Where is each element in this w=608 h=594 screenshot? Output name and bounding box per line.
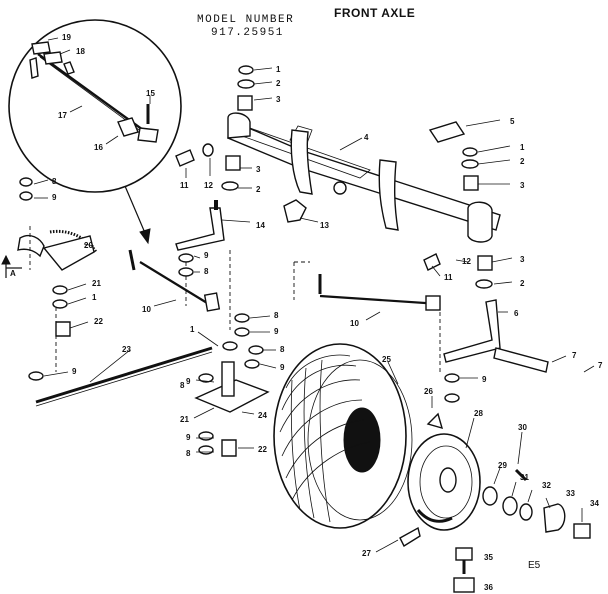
callout-8: 8 xyxy=(180,381,185,390)
callout-24: 24 xyxy=(258,411,267,420)
callout-3: 3 xyxy=(520,255,525,264)
callout-29: 29 xyxy=(498,461,507,470)
callout-12: 12 xyxy=(462,257,471,266)
callout-3: 3 xyxy=(256,165,261,174)
callout-9: 9 xyxy=(274,327,279,336)
stacked-hardware xyxy=(19,65,493,457)
steering-gear-segment xyxy=(17,229,98,271)
callout-6: 6 xyxy=(514,309,519,318)
wheel-hardware xyxy=(399,468,591,548)
callout-3: 3 xyxy=(276,95,281,104)
callout-31: 31 xyxy=(520,473,529,482)
callout-9: 9 xyxy=(72,367,77,376)
wheel-rim xyxy=(407,433,481,531)
callout-15: 15 xyxy=(146,89,155,98)
callout-9: 9 xyxy=(52,193,57,202)
callout-34: 34 xyxy=(590,499,599,508)
tie-rod-right xyxy=(319,294,441,311)
callout-17: 17 xyxy=(58,111,67,120)
callout-2: 2 xyxy=(276,79,281,88)
callout-12: 12 xyxy=(204,181,213,190)
callout-5: 5 xyxy=(510,117,515,126)
callout-2: 2 xyxy=(520,157,525,166)
callout-labels: 1 2 3 4 5 1 2 3 3 2 12 11 13 14 3 12 11 … xyxy=(10,33,603,592)
left-spindle xyxy=(175,200,225,251)
diagram-title: FRONT AXLE xyxy=(334,6,416,20)
callout-27: 27 xyxy=(362,549,371,558)
callout-25: 25 xyxy=(382,355,391,364)
callout-10: 10 xyxy=(142,305,151,314)
leader-lines xyxy=(33,37,595,553)
callout-23: 23 xyxy=(122,345,131,354)
bolt-and-nut xyxy=(283,121,475,593)
callout-35: 35 xyxy=(484,553,493,562)
callout-11: 11 xyxy=(444,273,453,282)
right-spindle xyxy=(443,299,549,373)
callout-8: 8 xyxy=(274,311,279,320)
model-number-label: MODEL NUMBER xyxy=(197,14,295,26)
callout-8: 8 xyxy=(280,345,285,354)
view-marker-label: A xyxy=(10,269,16,278)
callout-9: 9 xyxy=(186,377,191,386)
callout-7: 7 xyxy=(598,361,603,370)
callout-7: 7 xyxy=(572,351,577,360)
callout-8: 8 xyxy=(186,449,191,458)
callout-9: 9 xyxy=(280,363,285,372)
callout-22: 22 xyxy=(258,445,267,454)
model-number-value: 917.25951 xyxy=(211,27,284,39)
callout-2: 2 xyxy=(256,185,261,194)
callout-21: 21 xyxy=(92,279,101,288)
callout-1: 1 xyxy=(190,325,195,334)
callout-1: 1 xyxy=(276,65,281,74)
callout-3: 3 xyxy=(520,181,525,190)
callout-1: 1 xyxy=(520,143,525,152)
callout-33: 33 xyxy=(566,489,575,498)
callout-26: 26 xyxy=(424,387,433,396)
callout-18: 18 xyxy=(76,47,85,56)
diagram-code: E5 xyxy=(528,560,541,571)
front-tire xyxy=(273,343,413,529)
callout-9: 9 xyxy=(204,251,209,260)
callout-32: 32 xyxy=(542,481,551,490)
callout-30: 30 xyxy=(518,423,527,432)
callout-28: 28 xyxy=(474,409,483,418)
callout-8: 8 xyxy=(204,267,209,276)
callout-36: 36 xyxy=(484,583,493,592)
callout-14: 14 xyxy=(256,221,265,230)
callout-9: 9 xyxy=(482,375,487,384)
callout-16: 16 xyxy=(94,143,103,152)
callout-1: 1 xyxy=(92,293,97,302)
callout-13: 13 xyxy=(320,221,329,230)
callout-21: 21 xyxy=(180,415,189,424)
tie-rod-long xyxy=(35,346,213,407)
callout-9: 9 xyxy=(186,433,191,442)
callout-20: 20 xyxy=(84,241,93,250)
detail-inset xyxy=(8,19,182,245)
callout-8: 8 xyxy=(52,177,57,186)
callout-10: 10 xyxy=(350,319,359,328)
view-a-marker xyxy=(1,254,22,278)
callout-11: 11 xyxy=(180,181,189,190)
pivot-bracket xyxy=(194,361,270,413)
drag-link xyxy=(139,261,221,312)
axle-beam xyxy=(227,112,501,243)
callout-4: 4 xyxy=(364,133,369,142)
callout-19: 19 xyxy=(62,33,71,42)
callout-2: 2 xyxy=(520,279,525,288)
callout-22: 22 xyxy=(94,317,103,326)
